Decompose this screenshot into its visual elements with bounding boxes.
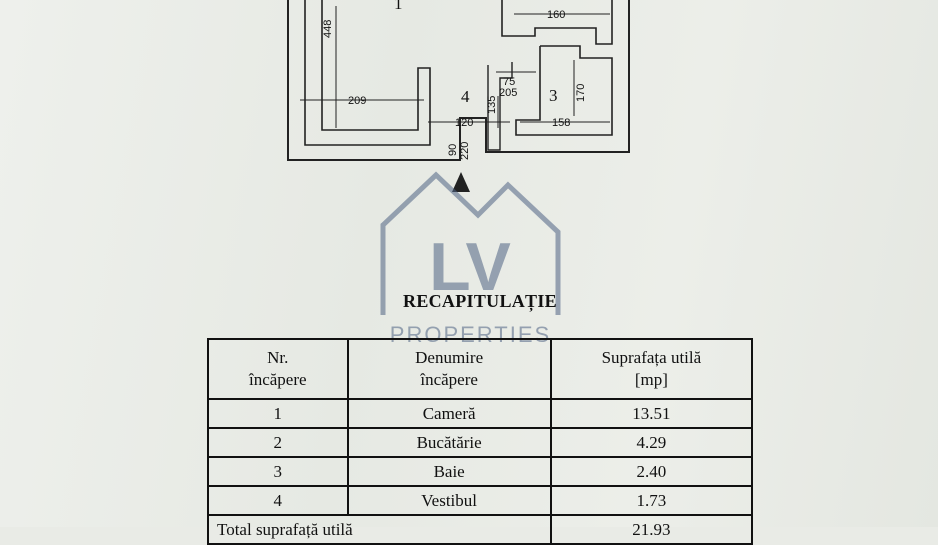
room-4-wall <box>487 62 513 151</box>
recap-table: Nr. încăpere Denumire încăpere Suprafața… <box>207 338 754 545</box>
room-2-outline <box>501 0 613 45</box>
table-row: 4 Vestibul 1.73 <box>207 485 754 516</box>
cell-area: 13.51 <box>549 398 754 429</box>
header-area: Suprafața utilă [mp] <box>549 338 754 400</box>
cell-nr: 2 <box>207 427 349 458</box>
floor-plan: 448 209 160 75 205 170 135 120 158 90 22… <box>287 0 630 192</box>
room-3-outline <box>515 45 613 136</box>
header-name: Denumire încăpere <box>346 338 552 400</box>
cell-name: Vestibul <box>346 485 552 516</box>
dim-135: 135 <box>486 96 498 114</box>
dim-90: 90 <box>447 144 459 156</box>
dim-170: 170 <box>575 84 587 102</box>
cell-nr: 3 <box>207 456 349 487</box>
dim-158: 158 <box>552 117 570 129</box>
dim-220: 220 <box>459 142 471 160</box>
dim-75: 75 <box>503 76 515 88</box>
total-label: Total suprafață utilă <box>207 514 551 545</box>
table-header-row: Nr. încăpere Denumire încăpere Suprafața… <box>207 338 754 400</box>
table-row: 3 Baie 2.40 <box>207 456 754 487</box>
cell-area: 4.29 <box>549 427 754 458</box>
room-number-3: 3 <box>549 86 558 105</box>
total-row: Total suprafață utilă 21.93 <box>207 514 754 545</box>
table-row: 2 Bucătărie 4.29 <box>207 427 754 458</box>
recap-title: RECAPITULAȚIE <box>403 291 557 311</box>
room-1-outline <box>304 0 431 146</box>
cell-name: Bucătărie <box>346 427 552 458</box>
cell-nr: 4 <box>207 485 349 516</box>
dim-448: 448 <box>322 20 334 38</box>
cell-name: Cameră <box>346 398 552 429</box>
room-number-4: 4 <box>461 87 470 106</box>
header-nr: Nr. încăpere <box>207 338 349 400</box>
dim-120: 120 <box>455 117 473 129</box>
dim-209: 209 <box>348 95 366 107</box>
total-value: 21.93 <box>549 514 754 545</box>
dim-205: 205 <box>499 87 517 99</box>
cell-area: 1.73 <box>549 485 754 516</box>
north-arrow-icon <box>452 172 470 192</box>
cell-name: Baie <box>346 456 552 487</box>
room-number-1: 1 <box>394 0 403 13</box>
cell-nr: 1 <box>207 398 349 429</box>
cell-area: 2.40 <box>549 456 754 487</box>
outer-wall <box>287 0 630 161</box>
table-row: 1 Cameră 13.51 <box>207 398 754 429</box>
dim-160: 160 <box>547 9 565 21</box>
